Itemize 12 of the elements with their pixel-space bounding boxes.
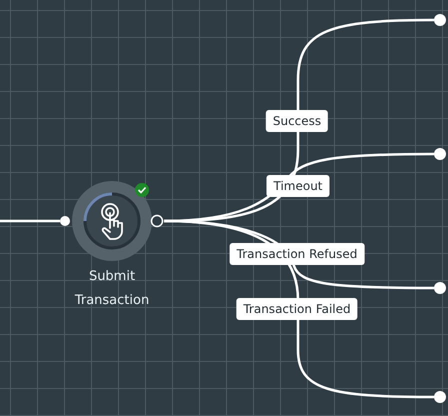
connector (0, 220, 60, 222)
connector (164, 220, 434, 398)
edge-label: Timeout (266, 175, 330, 197)
connector (164, 152, 434, 222)
connector-endpoint (434, 14, 446, 26)
node-label: Submit Transaction (74, 268, 150, 310)
connector-endpoint (434, 148, 446, 160)
edge-label: Success (266, 110, 328, 132)
connector-endpoint (434, 282, 446, 294)
edge-label: Transaction Refused (230, 243, 364, 265)
edge-label: Transaction Failed (236, 298, 358, 320)
connector-endpoint (434, 391, 446, 403)
